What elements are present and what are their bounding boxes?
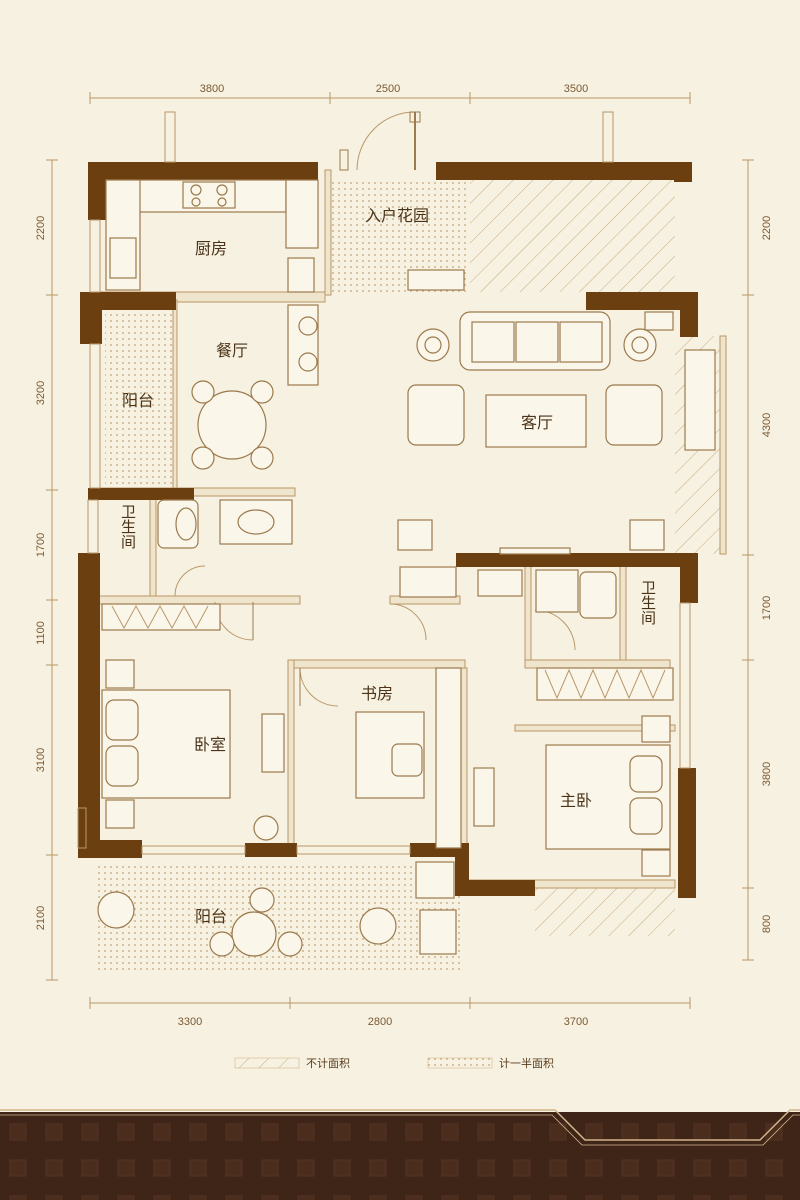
top-dimensions: 3800 2500 3500: [200, 83, 588, 95]
bookshelf-icon: [435, 667, 462, 849]
room-label-bathroom-right: 卫生间: [639, 580, 657, 625]
room-label-dining: 餐厅: [216, 341, 248, 360]
unroofed-area-top: [470, 180, 675, 292]
study-furniture: [355, 711, 425, 799]
dim-right-1: 2200: [761, 216, 773, 240]
planter-icon: [407, 269, 465, 291]
bathroom-right-fixtures: [477, 569, 617, 619]
plant-icon: [359, 907, 397, 945]
legend-dots-swatch: [427, 1057, 493, 1069]
plant-icon: [253, 815, 279, 841]
dim-bottom-3: 3700: [564, 1016, 588, 1028]
dimension-lines: [46, 92, 754, 1009]
nightstand-icon: [105, 799, 135, 829]
bathroom-left-fixtures: [157, 499, 293, 549]
speaker-icon: [629, 519, 665, 551]
dim-top-2: 2500: [376, 83, 400, 95]
wardrobe-icon: [399, 566, 457, 598]
nightstand-icon: [105, 659, 135, 689]
bedroom-furniture: [101, 659, 285, 841]
dim-bottom-2: 2800: [368, 1016, 392, 1028]
dim-bottom-1: 3300: [178, 1016, 202, 1028]
planter-icon: [684, 349, 716, 451]
exterior-walls: [78, 162, 698, 898]
side-table-icon: [644, 311, 674, 331]
room-label-kitchen: 厨房: [195, 239, 227, 258]
washbasin-icon: [219, 499, 293, 545]
shower-icon: [535, 569, 579, 613]
legend: 不计面积 计一半面积: [234, 1056, 554, 1070]
dim-right-2: 4300: [761, 413, 773, 437]
laundry-sink-icon: [415, 861, 455, 899]
room-label-bedroom: 卧室: [194, 735, 226, 754]
dim-top-1: 3800: [200, 83, 224, 95]
right-dimensions: 2200 4300 1700 3800 800: [761, 216, 773, 933]
master-bedroom-furniture: [473, 715, 671, 877]
dim-right-4: 3800: [761, 762, 773, 786]
wardrobe-icon: [536, 667, 674, 701]
coffee-table-icon: [485, 394, 587, 448]
dim-left-2: 3200: [35, 381, 47, 405]
bar-counter-icon: [287, 304, 319, 386]
kitchen-fixtures: [105, 179, 465, 293]
room-label-bathroom-left: 卫生间: [119, 504, 137, 549]
dim-left-5: 3100: [35, 748, 47, 772]
stove-icon: [182, 181, 236, 209]
entrance-door[interactable]: [339, 111, 421, 171]
kitchen-sink-icon: [109, 237, 137, 279]
room-label-living: 客厅: [521, 413, 553, 432]
left-dimensions: 2200 3200 1700 1100 3100 2100: [35, 216, 47, 930]
tv-cabinet-icon: [499, 547, 571, 555]
armchair-icon: [407, 384, 465, 446]
dining-set-icon: [191, 304, 319, 470]
windows: [77, 111, 691, 855]
footer-ornament: [0, 1109, 800, 1141]
tv-stand-icon: [473, 767, 495, 827]
area-fills: [98, 180, 720, 974]
legend-half-counted: 计一半面积: [499, 1056, 554, 1070]
room-label-balcony-left: 阳台: [122, 391, 154, 410]
nightstand-icon: [641, 849, 671, 877]
desk-icon: [261, 713, 285, 773]
room-labels: 厨房 入户花园 餐厅 客厅 阳台 卧室 书房 主卧 阳台: [122, 206, 592, 926]
dim-left-1: 2200: [35, 216, 47, 240]
dim-left-6: 2100: [35, 906, 47, 930]
armchair-icon: [605, 384, 663, 446]
balcony-bottom-floor: [98, 862, 463, 974]
speaker-icon: [397, 519, 433, 551]
room-label-entry-garden: 入户花园: [365, 206, 429, 225]
dim-left-3: 1700: [35, 533, 47, 557]
fridge-icon: [287, 257, 315, 293]
legend-not-counted: 不计面积: [306, 1057, 350, 1070]
washing-machine-icon: [477, 569, 523, 597]
dim-top-3: 3500: [564, 83, 588, 95]
nightstand-icon: [641, 715, 671, 743]
balcony-furniture: [97, 861, 457, 957]
unroofed-area-bottom: [535, 888, 675, 936]
legend-hatch-swatch: [234, 1057, 300, 1069]
dim-right-5: 800: [761, 915, 773, 933]
wardrobes: [101, 566, 674, 849]
room-label-study: 书房: [361, 684, 393, 703]
footer-band: [0, 1109, 800, 1200]
round-table-icon: [231, 911, 277, 957]
living-room-furniture: [397, 311, 716, 555]
room-label-balcony-bottom: 阳台: [195, 907, 227, 926]
balcony-left-floor: [105, 308, 173, 486]
bottom-dimensions: 3300 2800 3700: [178, 1016, 588, 1028]
dim-left-4: 1100: [35, 621, 47, 645]
plant-icon: [97, 891, 135, 929]
toilet-icon: [579, 571, 617, 619]
office-chair-icon: [391, 743, 423, 777]
dim-right-3: 1700: [761, 596, 773, 620]
water-heater-icon: [419, 909, 457, 955]
room-label-master-bedroom: 主卧: [560, 791, 592, 810]
